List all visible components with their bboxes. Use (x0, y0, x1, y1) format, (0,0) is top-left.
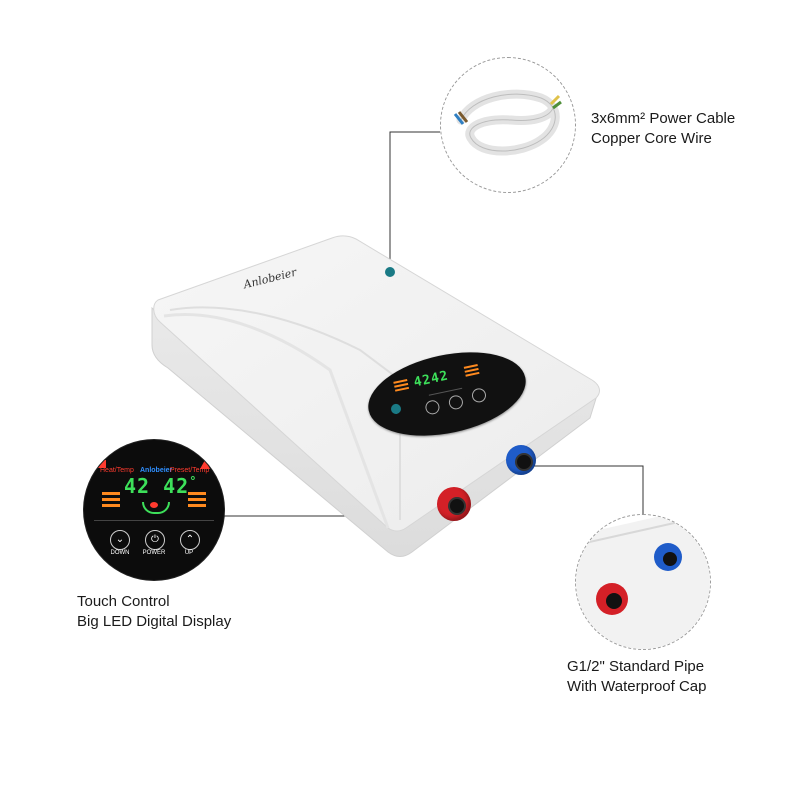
unit-bar-right-icon (463, 364, 480, 377)
display-status-right: Preset/Temp (170, 467, 210, 474)
power-icon: ⏻ (151, 534, 159, 545)
display-caption: Touch Control Big LED Digital Display (77, 592, 231, 632)
cable-zoom-circle (440, 57, 576, 193)
power-button[interactable]: ⏻ (145, 530, 165, 550)
right-level-bars-icon (188, 492, 206, 507)
pipe-caption-line2: With Waterproof Cap (567, 678, 707, 695)
display-status-left: Heat/Temp (100, 467, 134, 474)
power-button-label: POWER (142, 550, 166, 556)
pipe-fittings-icon (576, 515, 710, 649)
warning-icon (200, 460, 210, 469)
cable-caption: 3x6mm² Power Cable Copper Core Wire (591, 109, 735, 149)
temp-right-value: 42 (163, 474, 190, 498)
flame-icon (150, 502, 158, 508)
pipe-caption-line1: G1/2" Standard Pipe (567, 658, 705, 675)
unit-temp-readout: 4242 (412, 368, 451, 391)
chevron-up-icon: ⌃ (185, 534, 195, 545)
left-level-bars-icon (102, 492, 120, 507)
unit-down-button[interactable] (424, 399, 441, 416)
display-zoom-circle: Heat/Temp Anlobeier Preset/Temp 42 42° ⌄… (84, 440, 224, 580)
down-button-label: DOWN (110, 550, 130, 556)
pipe-zoom-circle (575, 514, 711, 650)
unit-up-button[interactable] (470, 387, 488, 404)
up-button[interactable]: ⌃ (180, 530, 200, 550)
callout-dot (385, 267, 395, 277)
unit-bar-left-icon (393, 378, 410, 392)
chevron-down-icon: ⌄ (115, 534, 125, 545)
unit-power-button[interactable] (447, 394, 465, 411)
display-status-center: Anlobeier (140, 467, 173, 474)
temp-left-value: 42 (124, 474, 151, 498)
power-cable-icon (453, 89, 562, 156)
cable-caption-line2: Copper Core Wire (591, 130, 712, 147)
down-button[interactable]: ⌄ (110, 530, 130, 550)
temperature-readout: 42 42° (124, 474, 198, 498)
up-button-label: UP (184, 550, 194, 556)
hot-pipe-fitting (437, 487, 471, 521)
display-caption-line2: Big LED Digital Display (77, 613, 232, 630)
callout-dot (390, 403, 402, 415)
cold-pipe-fitting (506, 445, 536, 475)
water-heater-unit (151, 235, 600, 557)
thermometer-icon (98, 460, 106, 468)
cable-caption-line1: 3x6mm² Power Cable (591, 110, 736, 127)
display-caption-line1: Touch Control (77, 593, 170, 610)
pipe-caption: G1/2" Standard Pipe With Waterproof Cap (567, 657, 707, 697)
